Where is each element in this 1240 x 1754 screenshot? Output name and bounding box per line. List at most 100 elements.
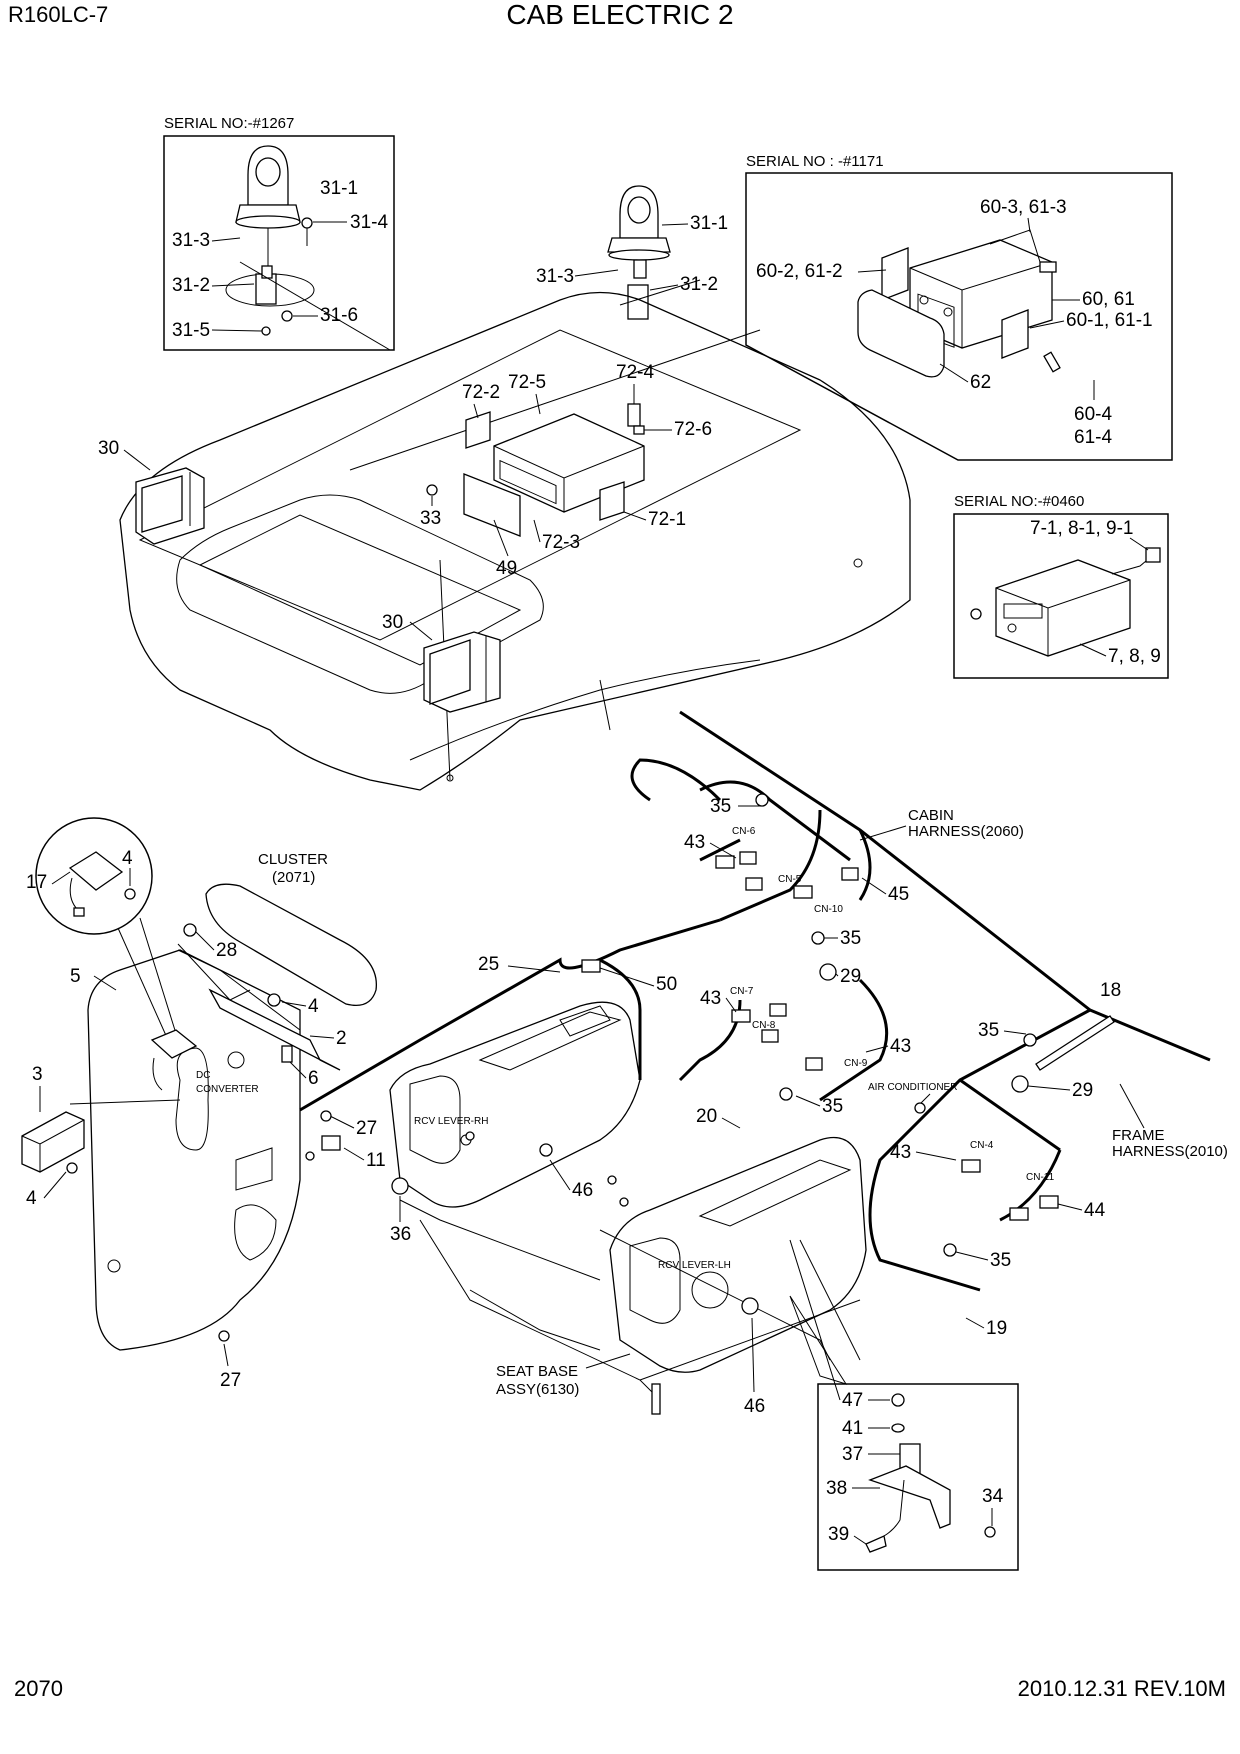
callout-31-3-b: 31-3 (536, 266, 574, 287)
cabin-harness-label: CABIN (908, 807, 954, 824)
callout-35-b: 35 (840, 928, 861, 949)
callout-41: 41 (842, 1418, 863, 1439)
callout-31-6: 31-6 (320, 305, 358, 326)
callout-31-1-a: 31-1 (320, 178, 358, 199)
callout-45: 45 (888, 884, 909, 905)
callout-43-b: 43 (700, 988, 721, 1009)
callout-18: 18 (1100, 980, 1121, 1001)
callout-31-2-a: 31-2 (172, 275, 210, 296)
callout-50: 50 (656, 974, 677, 995)
callout-29-b: 29 (1072, 1080, 1093, 1101)
harness-connectors (581, 793, 1059, 1257)
callout-7-1: 7-1, 8-1, 9-1 (1030, 518, 1134, 539)
callout-46-a: 46 (572, 1180, 593, 1201)
callout-35-e: 35 (990, 1250, 1011, 1271)
callout-6: 6 (308, 1068, 319, 1089)
callout-17: 17 (26, 872, 47, 893)
connector-cn10: CN-10 (814, 904, 843, 915)
dc-converter-label-2: CONVERTER (196, 1084, 259, 1095)
connector-cn8: CN-8 (752, 1020, 776, 1031)
callout-3: 3 (32, 1064, 43, 1085)
callout-62: 62 (970, 372, 991, 393)
cassette-inset-frame (953, 513, 1169, 679)
callout-7: 7, 8, 9 (1108, 646, 1161, 667)
radio-inset-frame (745, 172, 1173, 461)
callout-47: 47 (842, 1390, 863, 1411)
callout-72-3: 72-3 (542, 532, 580, 553)
dc-converter-detail (35, 817, 179, 1041)
callout-27-b: 27 (220, 1370, 241, 1391)
callout-4-b: 4 (308, 996, 319, 1017)
radio-serial-label: SERIAL NO : -#1171 (746, 153, 884, 170)
cabin-harness-ref: HARNESS(2060) (908, 823, 1024, 840)
connector-cn6: CN-6 (732, 826, 756, 837)
bracket-drawing (21, 1099, 181, 1174)
callout-31-5: 31-5 (172, 320, 210, 341)
dc-converter-label-1: DC (196, 1070, 210, 1081)
page-title: CAB ELECTRIC 2 (506, 0, 733, 30)
radio-inset: SERIAL NO : -#1171 60-3, 61-3 60-2, 61-2… (745, 153, 1173, 461)
dc-converter-zoom-circle (35, 817, 153, 935)
callout-38: 38 (826, 1478, 847, 1499)
rcv-lever-lh-label: RCV LEVER-LH (658, 1260, 731, 1271)
callout-72-2: 72-2 (462, 382, 500, 403)
callout-29-a: 29 (840, 966, 861, 987)
callout-37: 37 (842, 1444, 863, 1465)
callout-46-b: 46 (744, 1396, 765, 1417)
switch-inset-frame (817, 1383, 1019, 1571)
callout-20: 20 (696, 1106, 717, 1127)
cluster-drawing (177, 883, 377, 1071)
callout-60-3: 60-3, 61-3 (980, 197, 1067, 218)
callout-72-4: 72-4 (616, 362, 654, 383)
beacon-inset-frame (163, 135, 395, 351)
callout-39: 39 (828, 1524, 849, 1545)
callout-61-4: 61-4 (1074, 427, 1112, 448)
harness-wiring (299, 710, 1211, 1292)
cassette-serial-label: SERIAL NO:-#0460 (954, 493, 1084, 510)
callout-31-1-b: 31-1 (690, 213, 728, 234)
callout-30-b: 30 (382, 612, 403, 633)
callout-2: 2 (336, 1028, 347, 1049)
frame-harness-label: FRAME (1112, 1127, 1165, 1144)
callout-35-a: 35 (710, 796, 731, 817)
callout-31-3-a: 31-3 (172, 230, 210, 251)
callout-35-d: 35 (978, 1020, 999, 1041)
callout-60: 60, 61 (1082, 289, 1135, 310)
beacon-lamp-drawing (225, 145, 391, 351)
callout-72-6: 72-6 (674, 419, 712, 440)
callout-4-a: 4 (122, 848, 133, 869)
callout-25: 25 (478, 954, 499, 975)
callout-30-a: 30 (98, 438, 119, 459)
callout-43-d: 43 (890, 1142, 911, 1163)
callout-60-1: 60-1, 61-1 (1066, 310, 1153, 331)
page-number: 2070 (14, 1676, 63, 1701)
callout-72-5: 72-5 (508, 372, 546, 393)
rcv-lever-rh-label: RCV LEVER-RH (414, 1116, 488, 1127)
callout-4-c: 4 (26, 1188, 37, 1209)
seat-base-ref: ASSY(6130) (496, 1381, 579, 1398)
connector-cn7: CN-7 (730, 986, 754, 997)
callout-35-c: 35 (822, 1096, 843, 1117)
callout-34: 34 (982, 1486, 1004, 1507)
callout-31-2-b: 31-2 (680, 274, 718, 295)
connector-cn9: CN-9 (844, 1058, 868, 1069)
callout-28: 28 (216, 940, 237, 961)
callout-33: 33 (420, 508, 441, 529)
callout-49: 49 (496, 558, 517, 579)
cluster-ref: (2071) (272, 869, 315, 886)
callout-27-a: 27 (356, 1118, 377, 1139)
connector-cn11: CN-11 (1026, 1172, 1055, 1183)
callout-36: 36 (390, 1224, 411, 1245)
revision-label: 2010.12.31 REV.10M (1018, 1676, 1226, 1701)
callout-5: 5 (70, 966, 81, 987)
callout-60-2: 60-2, 61-2 (756, 261, 843, 282)
callout-72-1: 72-1 (648, 509, 686, 530)
callout-60-4: 60-4 (1074, 404, 1112, 425)
callout-11: 11 (366, 1150, 386, 1171)
cassette-inset: SERIAL NO:-#0460 7-1, 8-1, 9-1 7, 8, 9 (953, 493, 1169, 679)
connector-cn4: CN-4 (970, 1140, 994, 1151)
callout-43-c: 43 (890, 1036, 911, 1057)
callout-19: 19 (986, 1318, 1007, 1339)
air-conditioner-label: AIR CONDITIONER (868, 1082, 957, 1093)
